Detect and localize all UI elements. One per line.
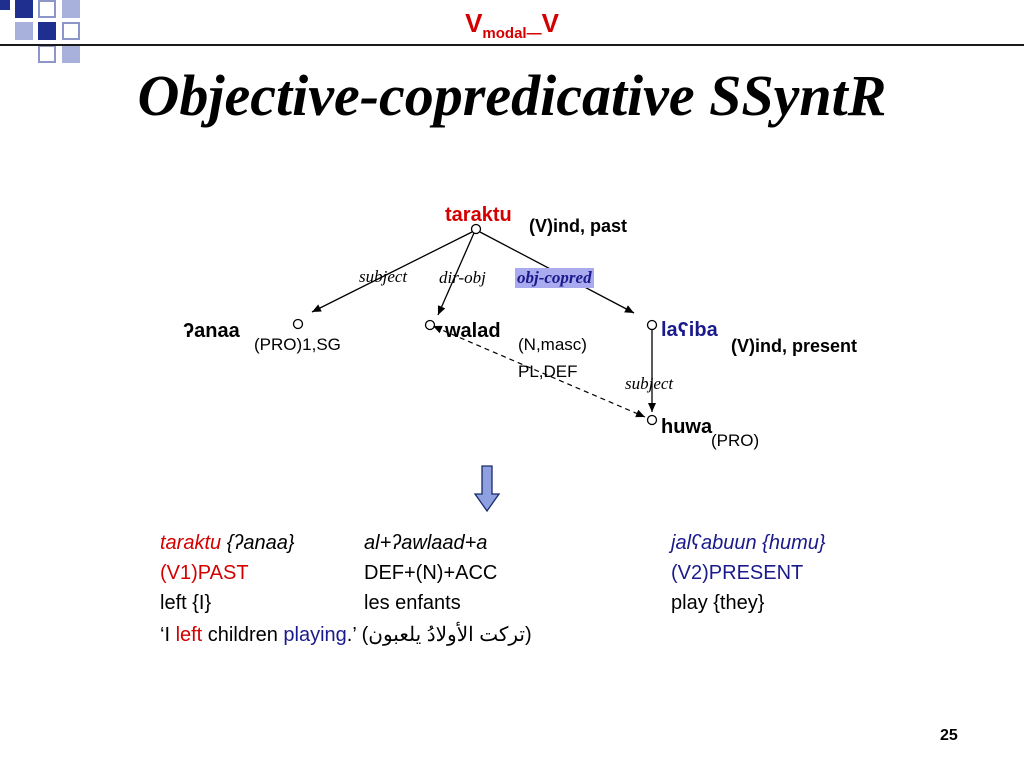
- header-rule: [0, 44, 1024, 46]
- walad-features-1: (N,masc): [518, 335, 587, 354]
- edge-subject: [311, 231, 473, 313]
- huwa-node-circle: [646, 414, 658, 426]
- gloss-col3-line1: jalʕabuun {humu}: [671, 532, 826, 554]
- walad-word: walad: [445, 320, 501, 342]
- relation-dir-obj: dir-obj: [439, 268, 486, 287]
- gloss-col2-line2: DEF+(N)+ACC: [364, 562, 498, 584]
- root-node-circle: [470, 223, 482, 235]
- walad-features-2: PL,DEF: [518, 362, 578, 381]
- slide-supertitle: Vmodal—V: [465, 8, 559, 43]
- gloss-col1-line3: left {I}: [160, 592, 212, 614]
- root-word: taraktu: [445, 204, 512, 226]
- relation-subject: subject: [359, 267, 408, 286]
- laiba-features: (V)ind, present: [731, 336, 858, 356]
- gloss-col1-line1: taraktu {ʔanaa}: [160, 532, 295, 554]
- gloss-translation: ‘I left children playing.’ (تركت الأولاد…: [160, 624, 532, 646]
- edge-dir-obj: [437, 232, 475, 316]
- anaa-node-circle: [292, 318, 304, 330]
- relation-subject-2: subject: [625, 374, 674, 393]
- laiba-word: laʕiba: [661, 319, 718, 341]
- gloss-col3-line3: play {they}: [671, 592, 765, 614]
- root-features: (V)ind, past: [529, 216, 627, 236]
- gloss-col2-line1: al+ʔawlaad+a: [364, 532, 488, 554]
- gloss-col2-line3: les enfants: [364, 592, 461, 614]
- edge-coreference: [434, 326, 646, 418]
- laiba-node-circle: [646, 319, 658, 331]
- huwa-word: huwa: [661, 416, 713, 438]
- anaa-features: (PRO)1,SG: [254, 335, 341, 354]
- page-number: 25: [940, 727, 958, 744]
- huwa-features: (PRO): [711, 431, 760, 450]
- gloss-col3-line2: (V2)PRESENT: [671, 562, 804, 584]
- slide-title: Objective-copredicative SSyntR: [137, 63, 887, 128]
- down-arrow-icon: [473, 465, 501, 513]
- relation-obj-copred: obj-copred: [515, 268, 594, 288]
- walad-node-circle: [424, 319, 436, 331]
- anaa-word: ʔanaa: [183, 320, 240, 342]
- gloss-col1-line2: (V1)PAST: [160, 562, 249, 584]
